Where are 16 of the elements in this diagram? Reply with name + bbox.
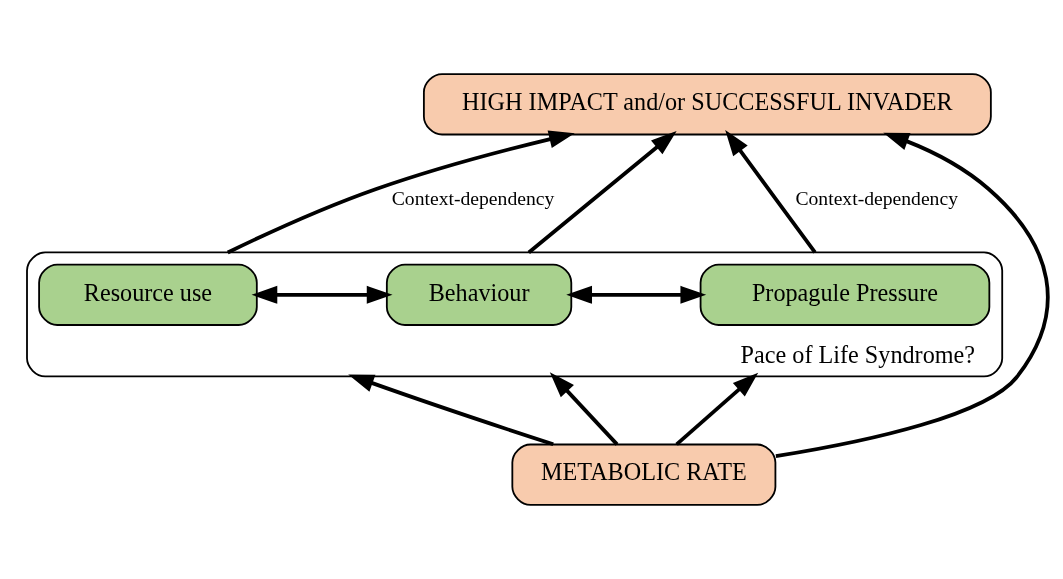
edge-label: Context-dependency xyxy=(391,186,555,209)
arrow xyxy=(251,285,393,304)
arrow xyxy=(348,374,554,447)
arrow xyxy=(527,131,677,254)
arrow xyxy=(226,130,575,255)
arrow xyxy=(549,372,619,446)
node-box: Propagule Pressure xyxy=(699,263,991,326)
arrow xyxy=(725,130,817,254)
arrow xyxy=(566,285,707,304)
node-box: Behaviour xyxy=(385,263,573,326)
arrow xyxy=(775,132,1050,459)
edge-label: Context-dependency xyxy=(795,186,958,209)
node-box: METABOLIC RATE xyxy=(511,443,777,506)
arrow xyxy=(675,372,759,446)
node-box: Resource use xyxy=(38,263,258,326)
node-box: HIGH IMPACT and/or SUCCESSFUL INVADER xyxy=(423,73,992,136)
